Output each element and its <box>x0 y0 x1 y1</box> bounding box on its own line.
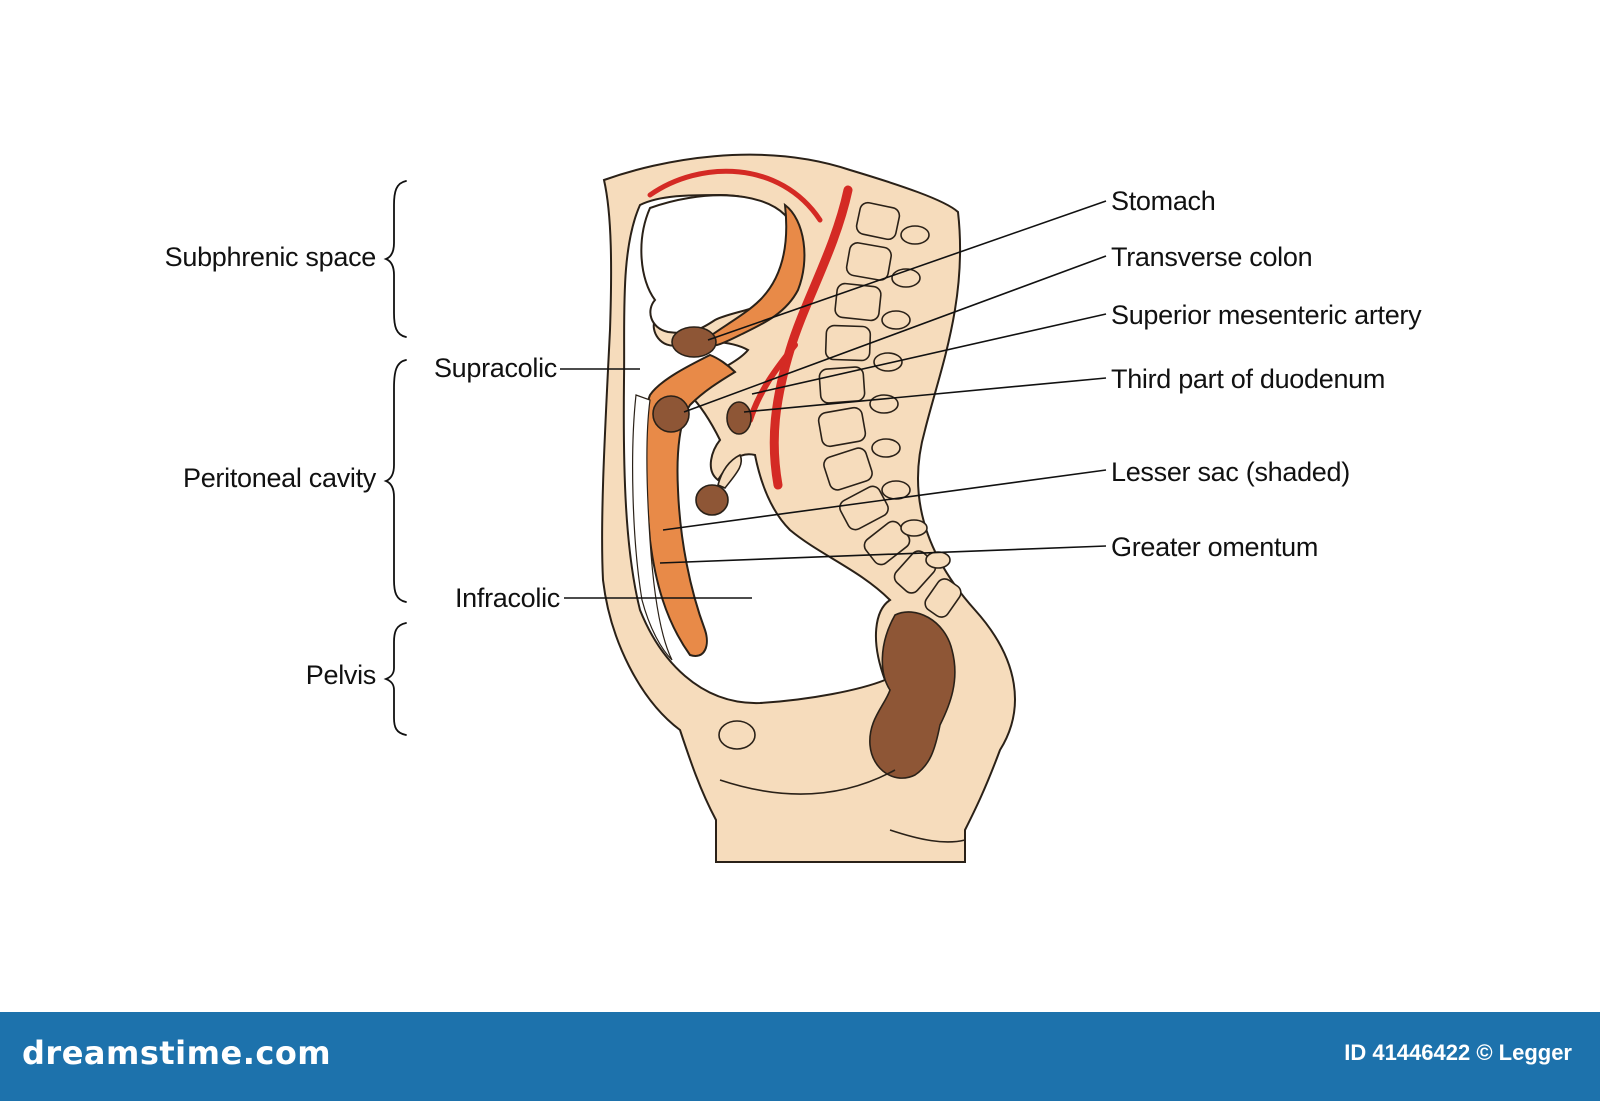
liver-outline <box>640 194 799 334</box>
pelvic-floor-line <box>719 769 896 795</box>
label-lesser-sac: Lesser sac (shaded) <box>1111 457 1350 487</box>
pubic-bone <box>718 720 756 750</box>
label-superior-mesenteric-artery: Superior mesenteric artery <box>1111 300 1422 330</box>
label-pelvis: Pelvis <box>306 660 376 690</box>
spine <box>817 201 962 618</box>
footer-brand[interactable]: dreamstime.com <box>22 1034 332 1072</box>
lesser-sac-leader <box>662 469 1107 531</box>
rectum-organ <box>869 611 956 779</box>
small-bowel-loop-2 <box>695 484 729 516</box>
label-stomach: Stomach <box>1111 186 1215 216</box>
label-transverse-colon: Transverse colon <box>1111 242 1312 272</box>
brace-pelvis <box>383 622 407 736</box>
label-greater-omentum: Greater omentum <box>1111 532 1318 562</box>
label-peritoneal-cavity: Peritoneal cavity <box>183 463 377 493</box>
greater-omentum-leader <box>659 545 1107 564</box>
stomach-leader <box>707 200 1107 341</box>
label-infracolic: Infracolic <box>455 583 560 613</box>
brace-subphrenic <box>383 180 407 338</box>
duodenum-organ <box>726 401 752 435</box>
transverse-colon-leader <box>683 255 1107 413</box>
sma-leader <box>751 313 1107 395</box>
small-bowel-loop-1 <box>652 395 690 433</box>
footer-bar: dreamstime.com ID 41446422 © Legger <box>0 1012 1600 1101</box>
brace-peritoneal <box>383 359 407 603</box>
footer-credit: ID 41446422 © Legger <box>1344 1040 1572 1065</box>
mesentery-stalk <box>717 453 743 489</box>
label-third-part-duodenum: Third part of duodenum <box>1111 364 1385 394</box>
label-supracolic: Supracolic <box>434 353 557 383</box>
lesser-sac-strip <box>632 394 673 661</box>
duodenum-leader <box>743 377 1107 413</box>
buttock-line <box>889 829 966 843</box>
transverse-colon-organ <box>671 326 717 358</box>
label-subphrenic-space: Subphrenic space <box>165 242 376 272</box>
diaphragm-arc <box>647 168 823 223</box>
